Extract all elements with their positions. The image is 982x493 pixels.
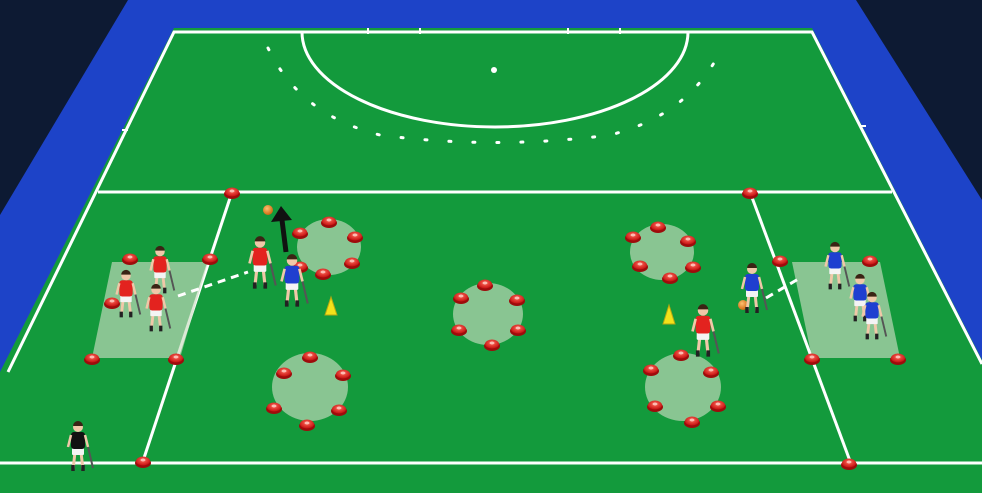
ball-icon bbox=[263, 205, 273, 215]
penalty-spot bbox=[491, 67, 497, 73]
grid-circle bbox=[453, 283, 523, 345]
